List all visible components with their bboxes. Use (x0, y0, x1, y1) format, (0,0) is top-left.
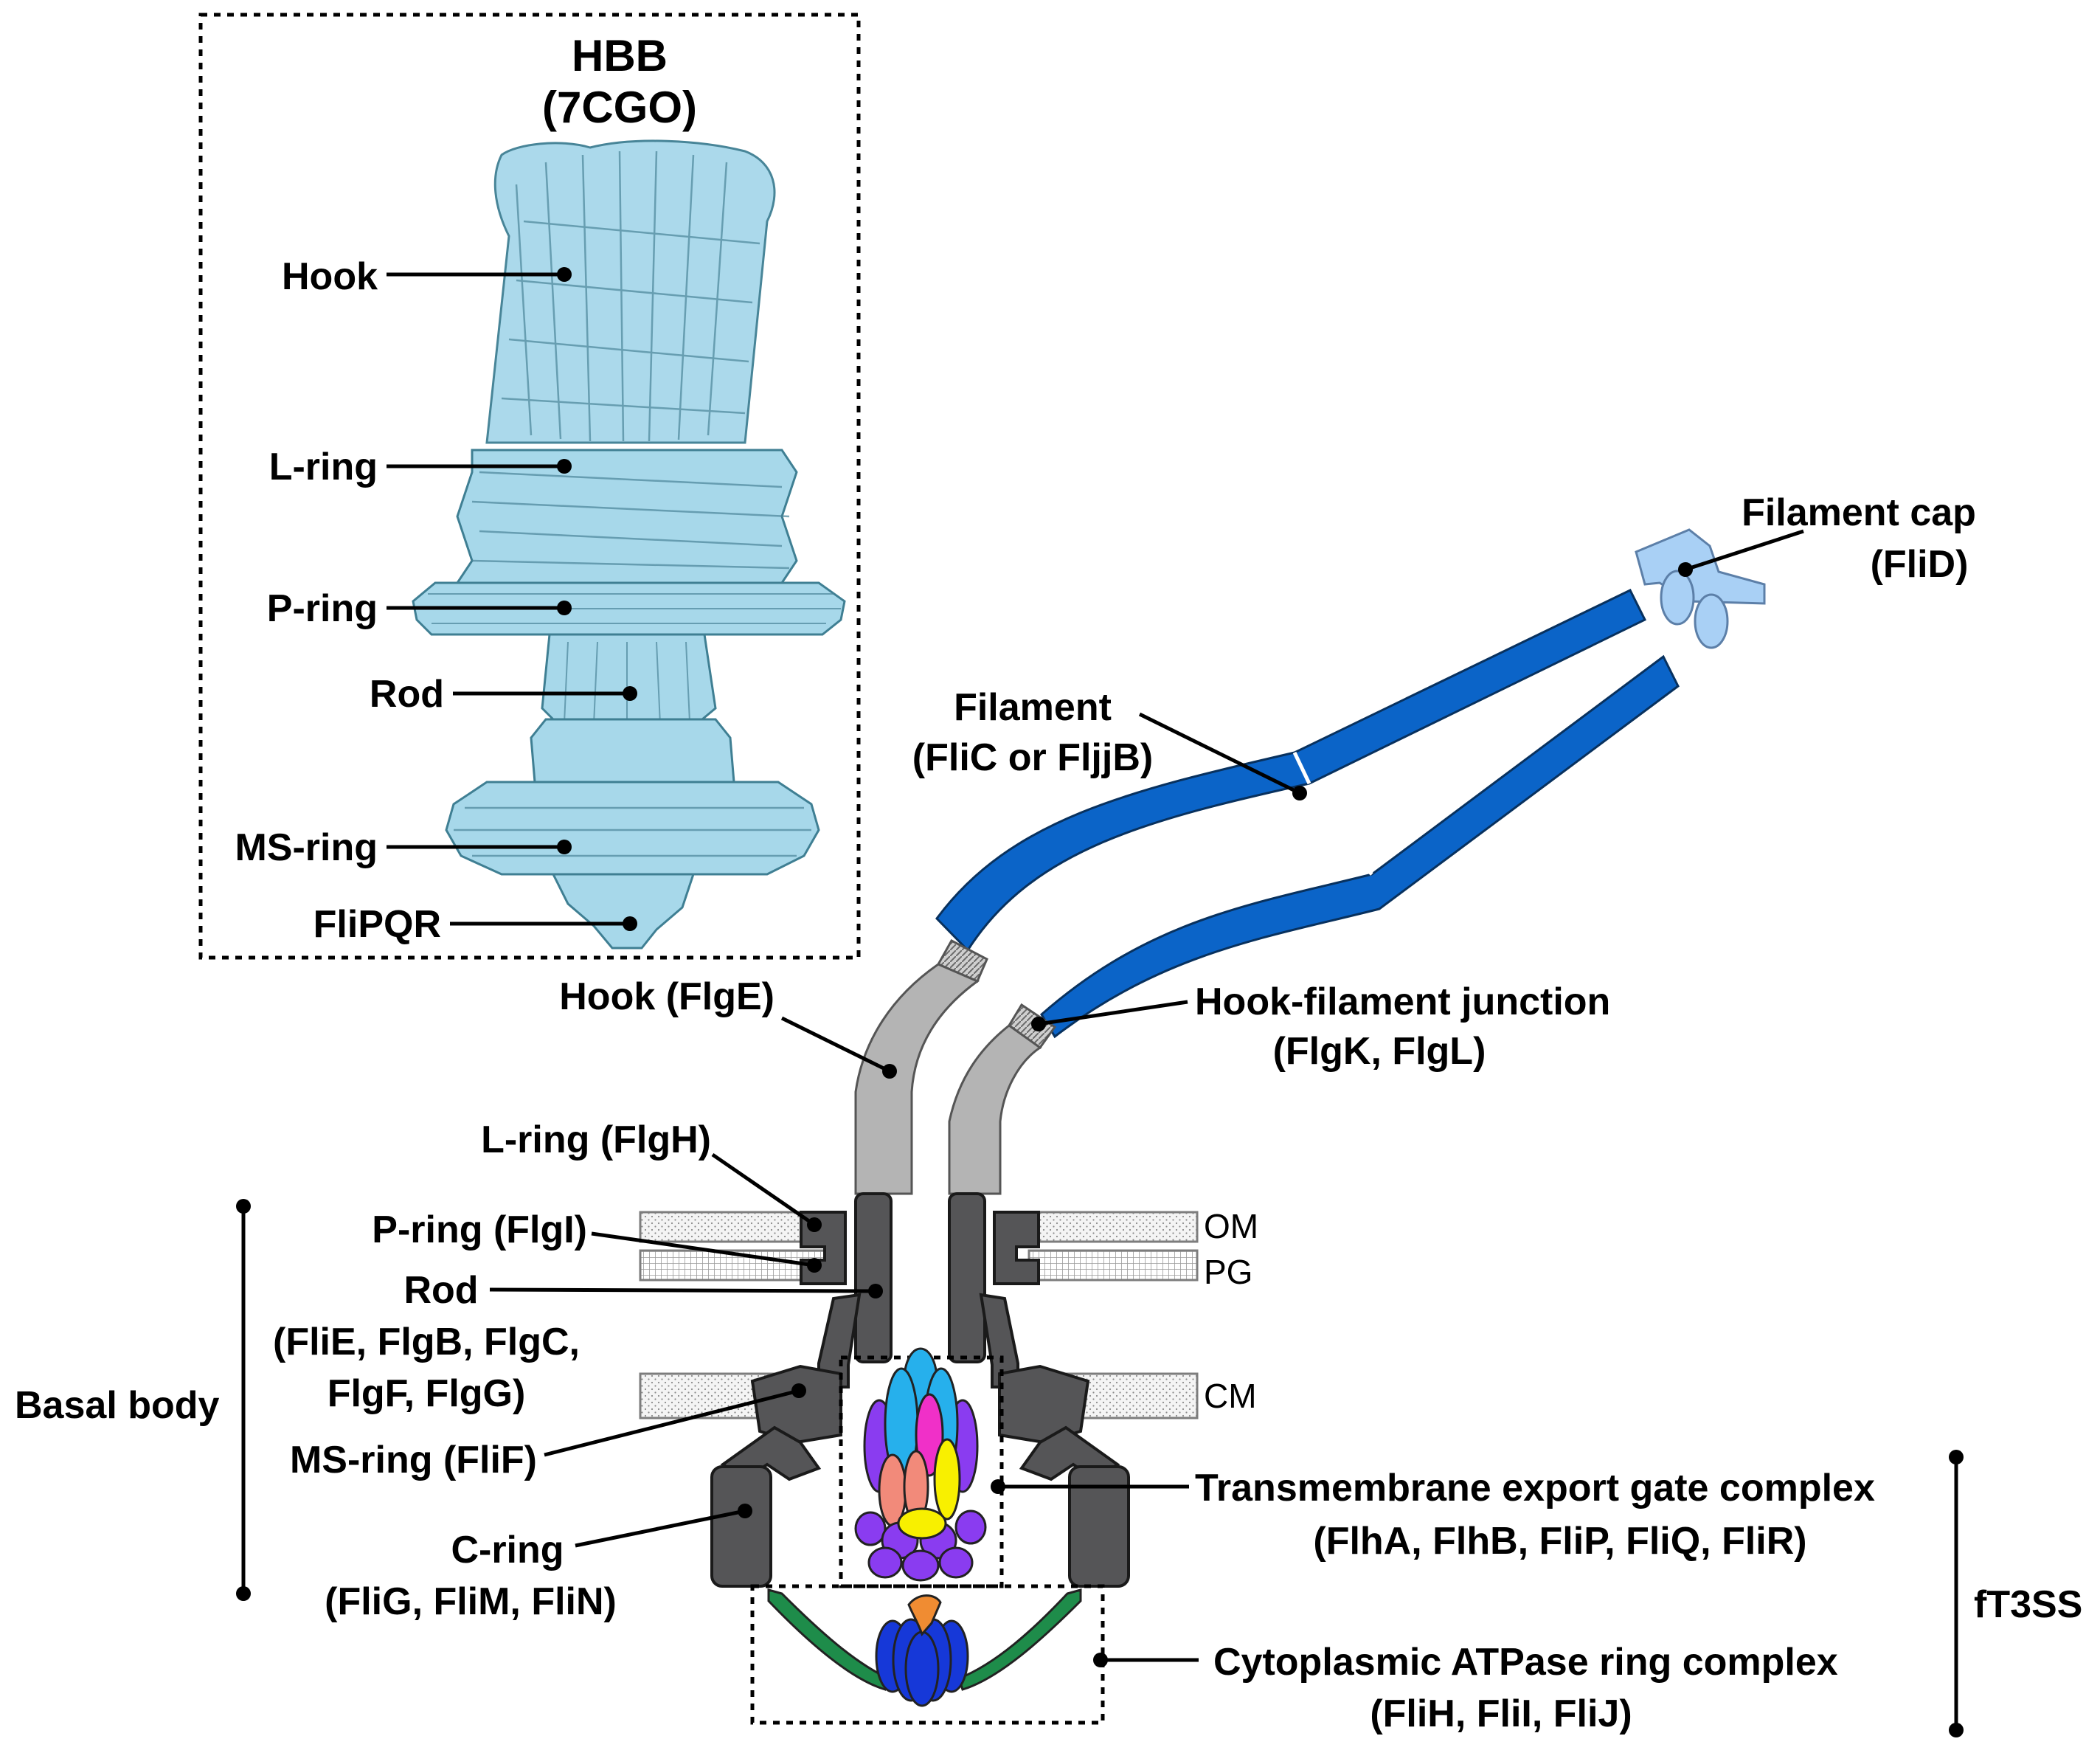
inset-leaders (387, 267, 637, 931)
label-rod-proteins-1: (FliE, FlgB, FlgC, (273, 1321, 580, 1363)
ms-ring-left (750, 1364, 842, 1445)
basal-body (710, 1192, 1130, 1588)
filament-outer-band (935, 589, 1647, 952)
label-hook: Hook (FlgE) (559, 975, 774, 1018)
gate-violet-base-1 (854, 1511, 887, 1546)
label-filament-protein: (FliC or FljjB) (912, 736, 1153, 779)
label-rod: Rod (403, 1269, 478, 1312)
inset-label-rod: Rod (370, 673, 444, 716)
hook-inner-band (948, 1024, 1042, 1195)
membrane-label-om: OM (1204, 1207, 1258, 1245)
atpase-green-left (767, 1588, 890, 1691)
label-ft3ss: fT3SS (1974, 1583, 2082, 1626)
hbb-inset: HBB (7CGO) (198, 13, 861, 960)
hook (854, 963, 1042, 1195)
label-filament-cap: Filament cap (1742, 491, 1976, 534)
basal-body-bracket (236, 1199, 251, 1601)
membrane-label-cm: CM (1204, 1377, 1257, 1415)
label-junction: Hook-filament junction (1195, 981, 1610, 1023)
label-export-gate-proteins: (FlhA, FlhB, FliP, FliQ, FliR) (1313, 1520, 1806, 1563)
label-rod-proteins-2: FlgF, FlgG) (328, 1372, 526, 1415)
hbb-structure-render (412, 139, 846, 950)
hook-outer-band (854, 963, 980, 1195)
c-ring-right (1068, 1465, 1130, 1588)
hbb-msring-region (445, 781, 820, 876)
hbb-flipqr-region (551, 873, 696, 950)
label-filament: Filament (954, 686, 1112, 729)
filament-cap (1635, 528, 1766, 649)
label-atpase: Cytoplasmic ATPase ring complex (1213, 1641, 1838, 1684)
label-filament-cap-protein: (FliD) (1871, 543, 1969, 586)
label-atpase-proteins: (FliH, FliI, FliJ) (1370, 1692, 1632, 1735)
label-basal-body: Basal body (15, 1384, 219, 1427)
filament-cap-lobe-1 (1660, 570, 1695, 626)
gate-violet-base-7 (938, 1546, 974, 1579)
rod-left (854, 1192, 893, 1363)
label-p-ring: P-ring (FlgI) (372, 1208, 587, 1251)
inset-title: HBB (572, 31, 668, 80)
filament (935, 589, 1680, 1039)
gate-violet-base-4 (954, 1509, 987, 1545)
label-junction-protein: (FlgK, FlgL) (1273, 1030, 1486, 1073)
export-gate-complex (839, 1347, 1004, 1588)
label-l-ring: L-ring (FlgH) (481, 1118, 711, 1161)
gate-violet-base-6 (901, 1549, 940, 1582)
inset-subtitle: (7CGO) (542, 83, 697, 132)
atpase-green-right (957, 1588, 1082, 1691)
membrane-label-pg: PG (1204, 1253, 1252, 1291)
hbb-lring-strands (471, 471, 790, 570)
peptidoglycan-right (1028, 1249, 1199, 1282)
schematic-leaders (489, 529, 1804, 1667)
ft3ss-bracket (1949, 1450, 1964, 1737)
gate-violet-base-5 (867, 1546, 903, 1579)
ms-ring-right (998, 1364, 1090, 1445)
inset-label-p-ring: P-ring (267, 587, 378, 630)
label-c-ring-proteins: (FliG, FliM, FliN) (325, 1580, 617, 1623)
rod-right (948, 1192, 986, 1363)
c-ring-left (710, 1465, 772, 1588)
gate-yellow-core (897, 1507, 947, 1540)
inset-label-flipqr: FliPQR (313, 903, 441, 946)
label-export-gate: Transmembrane export gate complex (1195, 1467, 1875, 1509)
atpase-orange (907, 1594, 942, 1636)
atpase-blue-5 (904, 1630, 940, 1707)
hbb-upper-msring-region (530, 718, 735, 784)
label-ms-ring: MS-ring (FliF) (290, 1439, 537, 1481)
filament-inner-seam (1341, 845, 1373, 876)
l-p-ring-right (993, 1211, 1040, 1285)
label-c-ring: C-ring (451, 1529, 564, 1571)
filament-outer-seam (1292, 751, 1311, 785)
outer-membrane-right (1028, 1211, 1199, 1243)
filament-inner-band (1040, 654, 1680, 1039)
hbb-rod-strands (564, 641, 690, 725)
hbb-lring-region (455, 449, 798, 584)
inset-label-l-ring: L-ring (269, 446, 378, 488)
inset-label-hook: Hook (282, 255, 378, 298)
atpase-box (750, 1584, 1105, 1725)
atpase-ring-complex (750, 1584, 1105, 1725)
hbb-hook-strands (501, 151, 760, 442)
inset-border (198, 13, 861, 960)
inset-label-ms-ring: MS-ring (235, 826, 378, 869)
gate-yellow (933, 1438, 961, 1521)
flagellum-schematic: OM PG CM (15, 491, 2082, 1737)
hbb-msring-strands (454, 806, 811, 857)
filament-cap-lobe-2 (1694, 593, 1729, 649)
